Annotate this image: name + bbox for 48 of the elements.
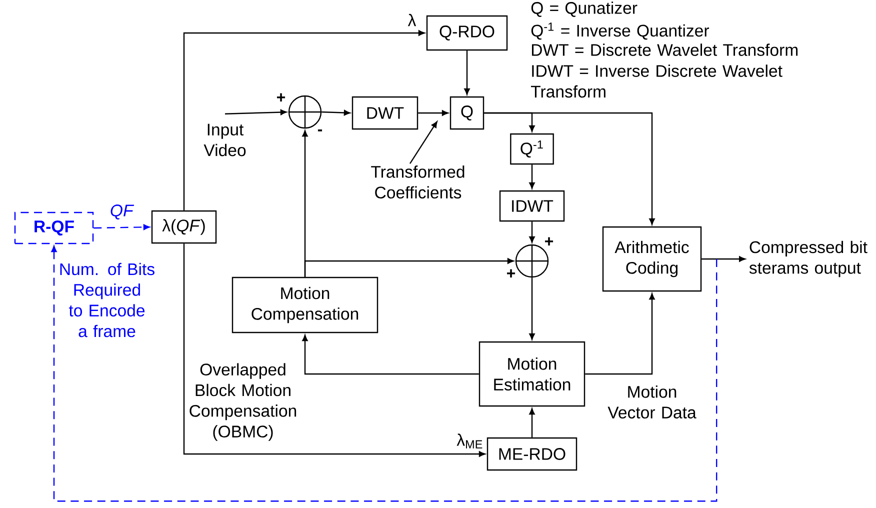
process-box: R-QF [14,212,94,244]
definition-text: Q = Qunatizer [531,2,638,17]
arrow [183,244,486,457]
process-box: Q$^{-1}$ [510,133,554,165]
edge-label: Motion Vector Data [608,386,696,418]
edge-label: λ$_{ME}$ [456,434,482,448]
process-box: IDWT [499,190,565,222]
output-label: Compressed bit sterams output [749,240,868,278]
arrow [529,222,535,243]
definition-text: IDWT = Inverse Discrete Wavelet Transform [530,64,782,98]
arrow [322,110,350,116]
arrow [529,164,535,189]
edge-label: Num. of Bits Required to Encode a frame [60,262,154,338]
edge-label: QF [110,204,134,220]
arrow [484,112,655,225]
arrow [418,110,448,116]
arrow [94,224,150,230]
arrow [304,258,514,277]
process-box: Arithmetic Coding [602,226,702,292]
sign-label: + [277,93,286,102]
arrow [183,30,425,210]
definition-text: Q$^{-1}$ = Inverse Quantizer [531,22,710,40]
arrow [224,109,287,116]
process-box: DWT [352,96,418,130]
input-label: Input Video [204,124,246,156]
arrow [529,408,535,438]
arrow [585,293,655,375]
process-box: Q [450,96,484,130]
process-box: Motion Compensation [232,276,378,334]
feedback-arrow [51,246,718,502]
arrow [702,256,746,262]
sign-label: - [318,129,322,132]
process-box: λ(QF) [151,210,217,244]
edge-label: λ [408,14,416,26]
arrow [302,334,479,375]
arrow [464,50,470,95]
summing-junction [288,95,322,129]
sign-label: + [545,237,554,246]
definition-text: DWT = Discrete Wavelet Transform [532,44,798,56]
coefficient-label: Transformed Coefficients [371,166,464,198]
process-box: Motion Estimation [478,341,586,407]
process-box: ME-RDO [486,437,578,471]
leader-line [410,121,438,164]
process-box: Q-RDO [426,15,508,51]
sign-label: + [507,269,516,278]
summing-junction [515,244,549,278]
arrow [529,278,535,340]
edge-label: Overlapped Block Motion Compensation (OBMC) [190,363,296,441]
